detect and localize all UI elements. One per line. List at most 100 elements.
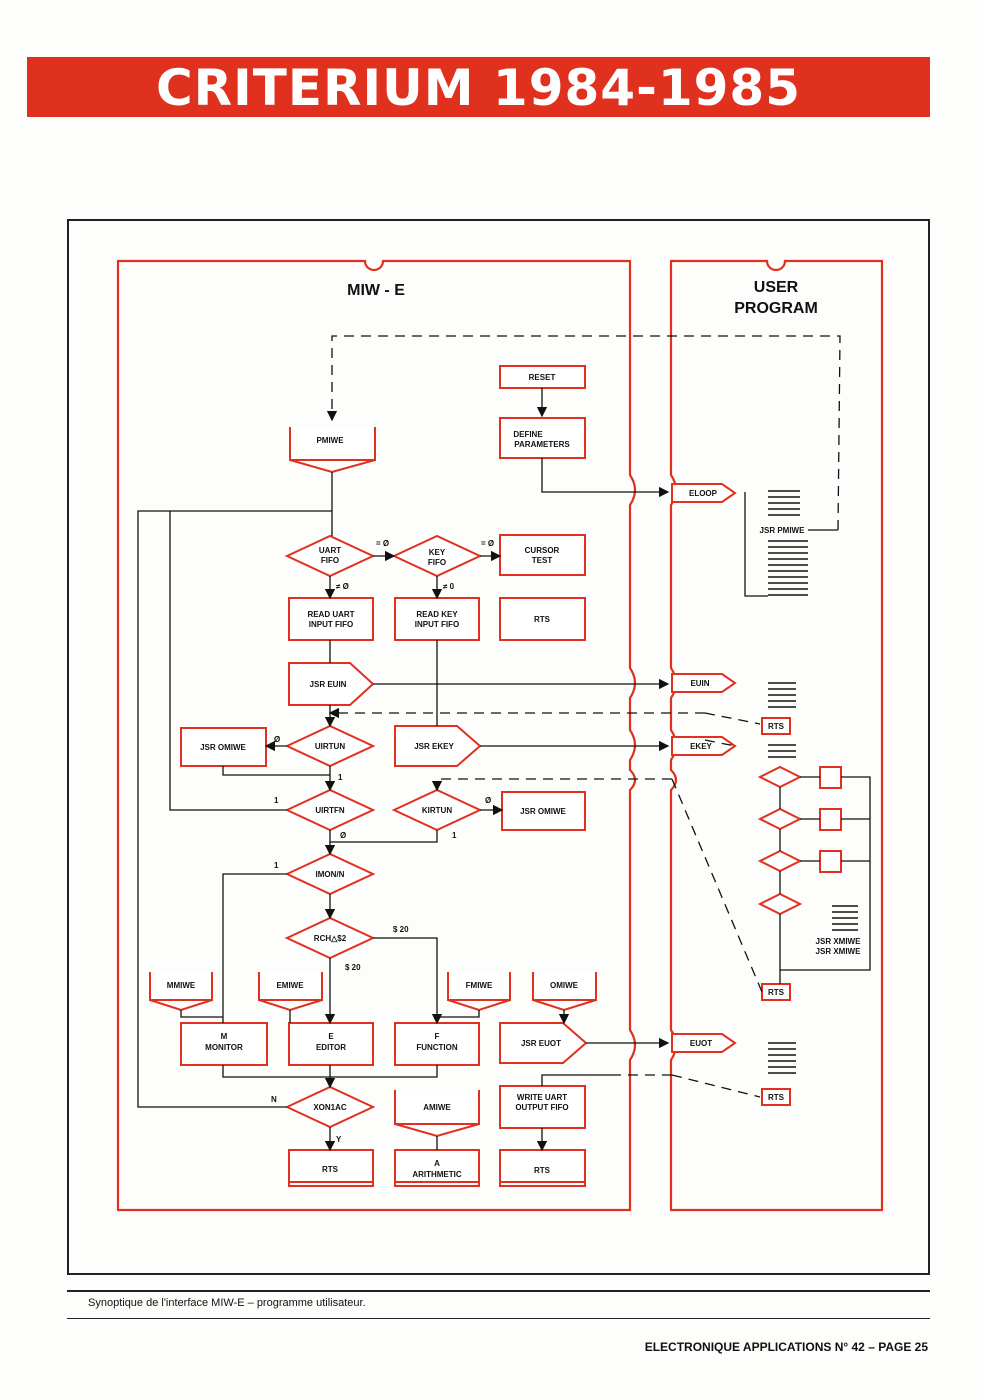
jsr-euin-label: JSR EUIN [310, 680, 347, 689]
read-key-label-2: INPUT FIFO [415, 620, 459, 629]
cursor-label-1: CURSOR [525, 546, 560, 555]
caption-rule-top [67, 1290, 930, 1292]
jsr-omiwe-box-2 [501, 791, 586, 831]
fmiwe-box [447, 972, 511, 1012]
uirtfn-label: UIRTFN [315, 806, 345, 815]
euot-entry [671, 1033, 737, 1053]
key-ne0-label: ≠ 0 [443, 582, 455, 591]
ekey-entry [671, 736, 737, 756]
editor-label-1: E [328, 1032, 334, 1041]
uirtun-1-label: 1 [338, 773, 343, 782]
rts-user-3 [761, 1088, 791, 1106]
user-decision-4 [757, 892, 803, 916]
fmiwe-label: FMIWE [466, 981, 493, 990]
editor-label-2: EDITOR [316, 1043, 346, 1052]
uirtun-0-label: Ø [274, 735, 280, 744]
omiwe-box [532, 972, 597, 1012]
monitor-label-2: MONITOR [205, 1043, 243, 1052]
rts-user-label-3: RTS [768, 1093, 785, 1102]
cursor-label-2: TEST [532, 556, 553, 565]
uart-fifo-label-2: FIFO [321, 556, 339, 565]
key-fifo-label-1: KEY [429, 548, 446, 557]
user-title-1: USER [754, 279, 799, 296]
function-label-1: F [435, 1032, 440, 1041]
function-box [394, 1022, 480, 1066]
jsr-omiwe-label-2: JSR OMIWE [520, 807, 566, 816]
euot-label: EUOT [690, 1039, 712, 1048]
jsr-xmiwe-label-1: JSR XMIWE [816, 937, 862, 946]
kirtun-label: KIRTUN [422, 806, 452, 815]
imon-decision [284, 852, 376, 896]
user-decision-2 [757, 807, 803, 831]
xon-n-label: N [271, 1095, 277, 1104]
pmiwe-box [289, 427, 376, 474]
uirtfn-0-label: Ø [340, 831, 346, 840]
rts-label-3: RTS [534, 1166, 551, 1175]
title-banner: CRITERIUM 1984-1985 [27, 57, 930, 117]
uirtun-decision [284, 724, 376, 768]
rch-label: RCH△$2 [314, 934, 347, 943]
monitor-label-1: M [221, 1032, 228, 1041]
miwe-title: MIW - E [347, 282, 405, 299]
diagram-frame [67, 219, 930, 1275]
jsr-xmiwe-label-2: JSR XMIWE [816, 947, 862, 956]
reset-label: RESET [529, 373, 556, 382]
user-program-block [669, 259, 884, 1212]
uart-eq0-label: = Ø [376, 539, 389, 548]
function-label-2: FUNCTION [416, 1043, 458, 1052]
uirtfn-decision [284, 788, 376, 832]
rts-user-1 [761, 717, 791, 735]
euin-entry [671, 673, 737, 693]
read-uart-label-1: READ UART [307, 610, 354, 619]
kirtun-1-label: 1 [452, 831, 457, 840]
read-uart-label-2: INPUT FIFO [309, 620, 353, 629]
cursor-test-box [499, 534, 586, 576]
uirtfn-1-label: 1 [274, 796, 279, 805]
read-key-label-1: READ KEY [416, 610, 458, 619]
ekey-label: EKEY [690, 742, 712, 751]
imon-label: IMON/N [316, 870, 345, 879]
rts-box-3 [499, 1149, 586, 1187]
amiwe-label: AMIWE [423, 1103, 451, 1112]
rts-label-2: RTS [322, 1165, 339, 1174]
rts-box-2 [288, 1149, 374, 1187]
rts-user-label-2: RTS [768, 988, 785, 997]
jsr-ekey-label: JSR EKEY [414, 742, 454, 751]
eloop-label: ELOOP [689, 489, 718, 498]
user-box-1 [819, 766, 842, 789]
xon1ac-label: XON1AC [313, 1103, 347, 1112]
user-decision-3 [757, 849, 803, 873]
emiwe-label: EMIWE [276, 981, 304, 990]
user-title-2: PROGRAM [734, 300, 818, 317]
eloop-entry [671, 483, 737, 503]
xon1ac-decision [284, 1085, 376, 1129]
jsr-pmiwe-label: JSR PMIWE [760, 526, 806, 535]
caption-rule-bottom [67, 1318, 930, 1319]
key-eq0-label: = Ø [481, 539, 494, 548]
jsr-ekey-box [394, 725, 482, 767]
rts-user-label-1: RTS [768, 722, 785, 731]
page-title: CRITERIUM 1984-1985 [155, 59, 801, 117]
write-uart-label-1: WRITE UART [517, 1093, 567, 1102]
xon-y-label: Y [336, 1135, 342, 1144]
rts-label-1: RTS [534, 615, 551, 624]
jsr-euot-label: JSR EUOT [521, 1039, 561, 1048]
user-box-3 [819, 850, 842, 873]
pmiwe-label: PMIWE [316, 436, 344, 445]
imon-1-label: 1 [274, 861, 279, 870]
read-uart-box [288, 597, 374, 641]
arithmetic-label-2: ARITHMETIC [412, 1170, 462, 1179]
euin-label: EUIN [690, 679, 709, 688]
define-label-1: DEFINE [513, 430, 543, 439]
arithmetic-label-1: A [434, 1159, 440, 1168]
uart-fifo-label-1: UART [319, 546, 341, 555]
amiwe-box [394, 1090, 480, 1138]
editor-box [288, 1022, 374, 1066]
write-uart-label-2: OUTPUT FIFO [515, 1103, 568, 1112]
rch-20-label-1: $ 20 [393, 925, 409, 934]
mmiwe-box [149, 972, 213, 1012]
rts-user-2 [761, 983, 791, 1001]
read-key-box [394, 597, 480, 641]
monitor-box [180, 1022, 268, 1066]
